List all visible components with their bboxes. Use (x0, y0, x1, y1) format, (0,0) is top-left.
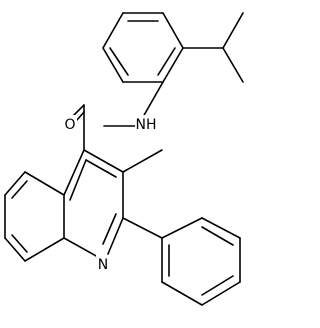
amide-nh-label: NH (136, 117, 157, 133)
bond-line (162, 12, 184, 49)
structure-canvas: O NH N (4, 12, 244, 306)
atom-oxygen: O (63, 115, 77, 133)
bond-line (201, 275, 234, 296)
bond-line (201, 217, 241, 239)
bond-line (63, 237, 99, 258)
bond-line (11, 180, 28, 199)
bond-line (142, 81, 164, 118)
bond-line (69, 159, 87, 201)
bond-line (222, 47, 244, 83)
bond-line (85, 159, 117, 178)
bond-line (102, 12, 124, 49)
bond-line (107, 217, 124, 255)
molecule-drawing: O NH N (4, 12, 244, 306)
bond-line (157, 47, 176, 76)
bond-line (11, 234, 28, 253)
bond-line (109, 47, 129, 76)
bond-line (201, 226, 234, 246)
bond-line (83, 149, 124, 173)
bond-line (162, 47, 184, 83)
bond-line (102, 213, 117, 245)
bond-line (222, 12, 244, 49)
ring-nitrogen-label: N (98, 257, 108, 273)
bond-line (24, 237, 65, 262)
bond-line (4, 171, 26, 196)
bond-line (122, 217, 163, 239)
atom-amide-nitrogen: NH (135, 115, 157, 133)
bond-line (201, 281, 241, 306)
bond-line (161, 281, 203, 306)
atom-ring-nitrogen: N (96, 255, 110, 273)
bond-line (24, 171, 65, 196)
bond-layer (4, 12, 244, 306)
bond-line (161, 217, 203, 239)
bond-line (76, 111, 85, 121)
bond-line (102, 47, 124, 83)
bond-line (4, 237, 26, 262)
oxygen-label: O (64, 117, 75, 133)
bond-line (63, 149, 85, 196)
bond-line (122, 149, 163, 173)
